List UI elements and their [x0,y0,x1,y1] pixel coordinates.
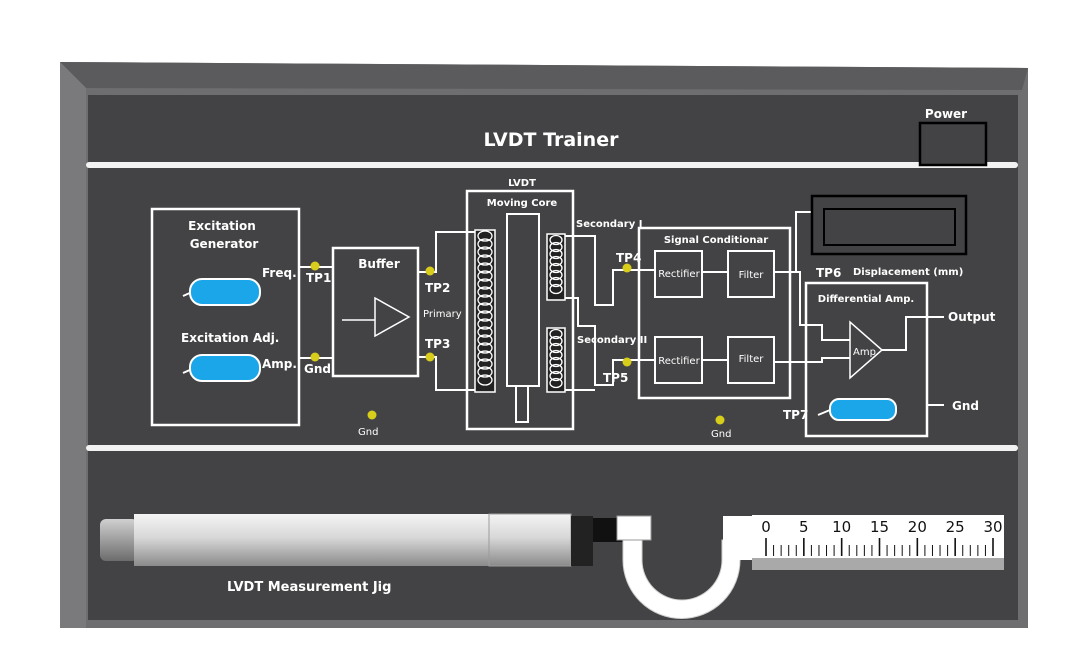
amp-symbol-label: Amp [853,347,876,358]
scale-number: 25 [946,518,965,536]
lvdt-probe-endcap [100,519,138,561]
secondary1-label: Secondary I [576,219,642,230]
gain-knob[interactable] [829,398,897,421]
amp-knob[interactable] [189,354,261,382]
tp5-label: TP5 [603,371,628,385]
tp3-label: TP3 [425,337,450,351]
scale-number: 5 [799,518,809,536]
excitation-adj-label: Excitation Adj. [181,331,279,345]
tp2-label: TP2 [425,281,450,295]
wire-sec-mid [565,297,655,386]
jig-label: LVDT Measurement Jig [227,580,391,595]
lvdt-probe-body [134,514,490,566]
gnd-point-exc[interactable] [310,352,320,362]
scale-number: 30 [983,518,1002,536]
gnd-point-mid[interactable] [715,415,725,425]
filter1-label: Filter [739,270,765,281]
lvdt-probe-tip-holder [571,516,593,566]
micrometer-scale-ticks [765,538,994,556]
filter2-label: Filter [739,354,765,365]
filter1-block [727,250,775,298]
cabinet-top-bevel [60,62,1028,90]
excitation-title-1: Excitation [188,219,256,233]
displacement-display [823,208,956,246]
scale-number: 10 [832,518,851,536]
rectifier1-label: Rectifier [658,269,700,280]
bottom-divider [86,445,1018,451]
lvdt-title: LVDT [508,178,536,189]
tp3-point[interactable] [425,352,435,362]
tp1-label: TP1 [306,271,331,285]
tp6-label: TP6 [816,266,841,280]
tp4-label: TP4 [616,251,641,265]
excitation-generator-box [150,207,301,427]
output-label: Output [948,310,996,324]
rectifier2-label: Rectifier [658,356,700,367]
excitation-title-2: Generator [190,237,259,251]
tp1-point[interactable] [310,261,320,271]
buffer-box [331,246,420,378]
secondary2-coil-turns [549,328,563,389]
tp4-point[interactable] [622,263,632,273]
app-title: LVDT Trainer [484,129,620,151]
freq-label: Freq. [262,266,297,280]
power-switch[interactable] [918,121,988,167]
buffer-title: Buffer [358,257,400,271]
tp2-point[interactable] [425,266,435,276]
scale-number: 20 [908,518,927,536]
gnd-exc-label: Gnd [304,362,331,376]
lvdt-box [465,189,575,431]
gain-knob-lead [817,409,831,416]
top-divider [86,162,1018,168]
micrometer-thimble[interactable] [752,558,1004,570]
secondary2-label: Secondary II [577,335,647,346]
wire-filter1-display [774,211,812,273]
signal-conditioner-title: Signal Conditionar [664,235,768,246]
rectifier1-block [654,250,703,298]
wire-filter1-amp [796,271,850,341]
gnd-point-left[interactable] [367,410,377,420]
wire-sec1-top [565,235,655,306]
moving-core-label: Moving Core [487,198,558,209]
output-gnd-label: Gnd [952,399,979,413]
micrometer-anvil [616,515,652,541]
micrometer-frame [622,539,741,619]
buffer-symbol [374,296,411,338]
power-label: Power [925,107,967,121]
micrometer-scale[interactable] [752,515,1004,559]
tp5-point[interactable] [622,357,632,367]
tp7-label: TP7 [783,408,808,422]
amp-symbol [849,320,884,380]
gnd-label-left: Gnd [358,427,378,438]
primary-coil-turns [477,230,493,386]
gnd-label-mid: Gnd [711,429,731,440]
secondary1-coil-turns [549,234,563,295]
core-rod[interactable] [515,385,529,423]
primary-label: Primary [423,309,462,320]
differential-amp-title: Differential Amp. [818,294,914,305]
lvdt-probe-collar [488,513,572,567]
scale-number: 15 [870,518,889,536]
scale-number: 0 [761,518,771,536]
amp-label: Amp. [262,357,297,371]
wire-amp-output [882,316,944,351]
freq-knob[interactable] [189,278,261,306]
displacement-label: Displacement (mm) [853,267,963,278]
signal-conditioner-box [637,226,792,400]
micrometer-spindle [723,516,753,560]
differential-amp-box [804,281,929,438]
cabinet-left-bevel [60,62,86,628]
